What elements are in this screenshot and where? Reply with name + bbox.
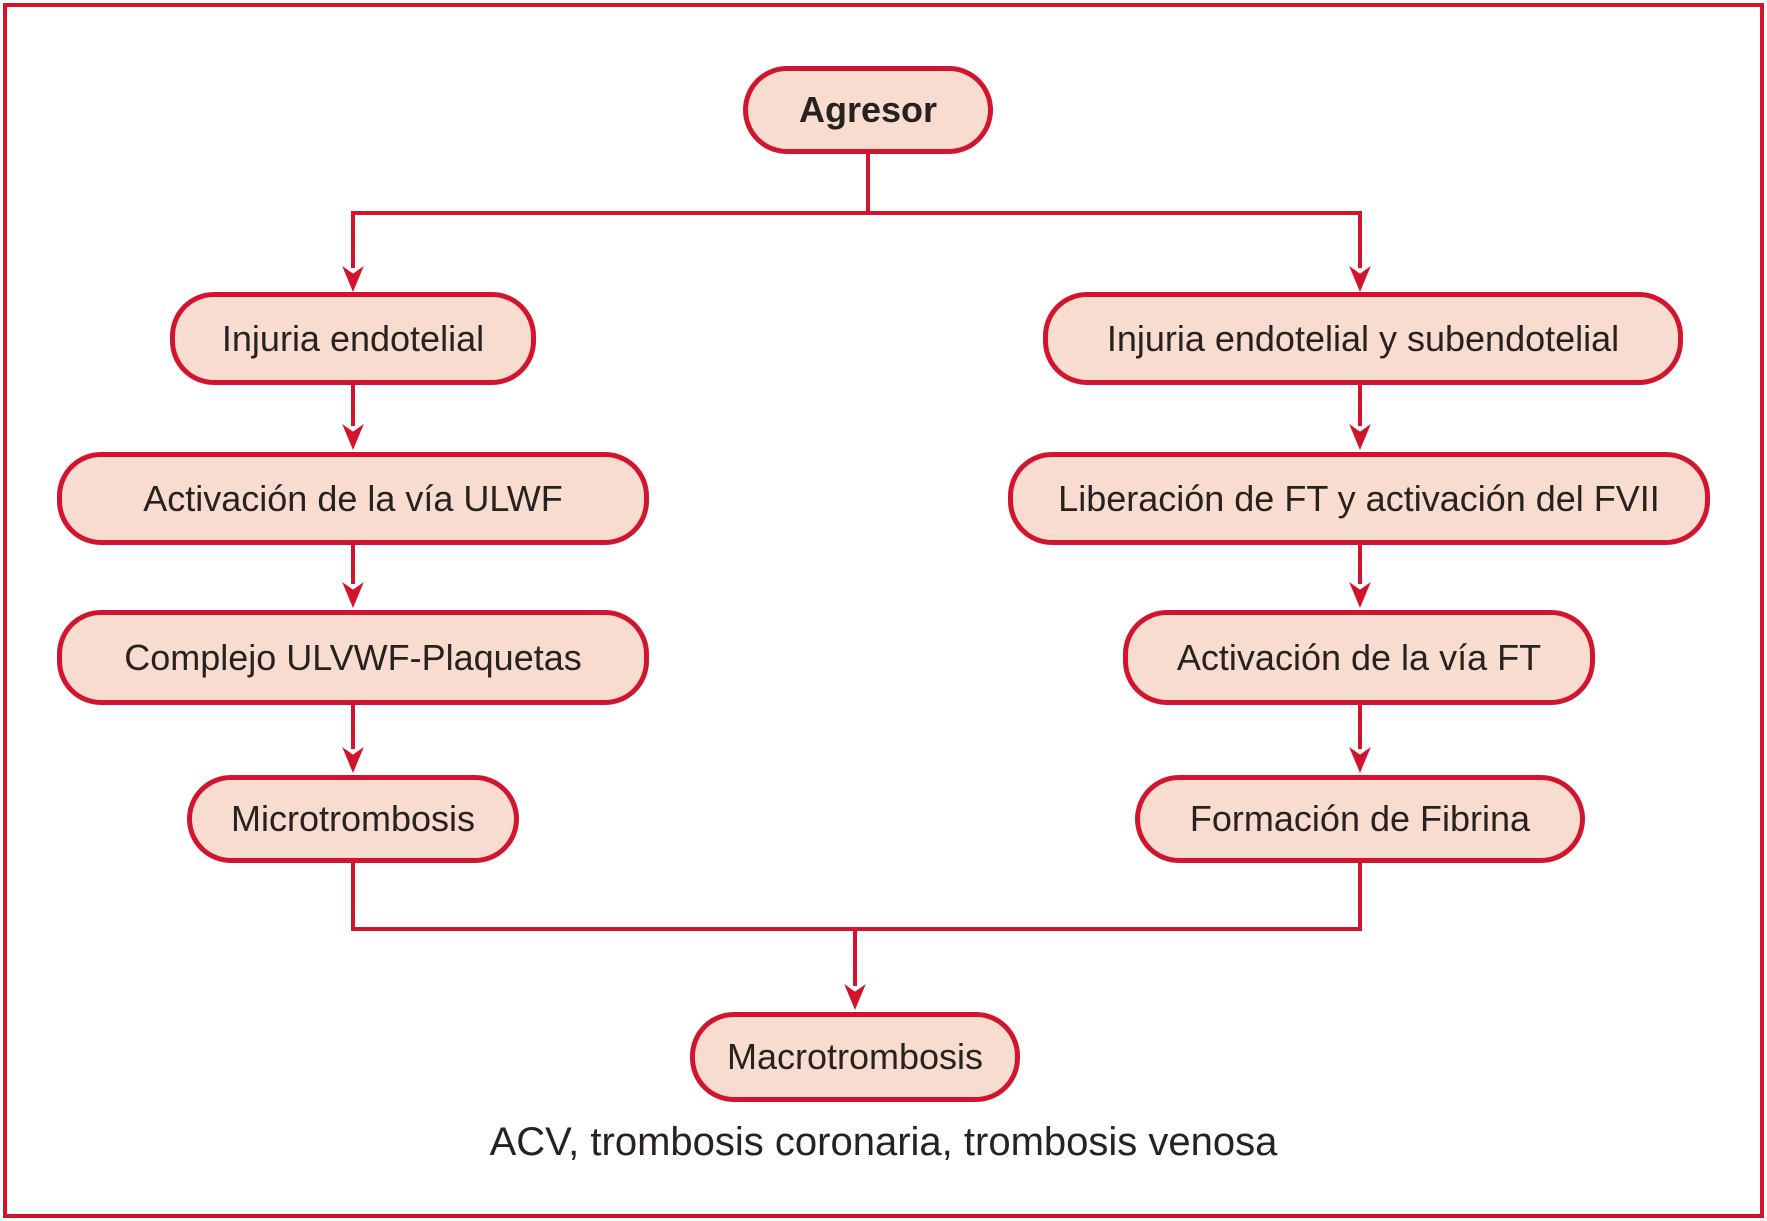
node-liberacion-ft-activacion-fvii: Liberación de FT y activación del FVII	[1008, 452, 1710, 545]
diagram-caption: ACV, trombosis coronaria, trombosis veno…	[489, 1120, 1278, 1164]
node-microtrombosis: Microtrombosis	[187, 775, 519, 863]
node-complejo-ulvwf-plaquetas: Complejo ULVWF-Plaquetas	[57, 610, 649, 705]
node-macrotrombosis: Macrotrombosis	[690, 1012, 1020, 1102]
node-injuria-endotelial-subendotelial: Injuria endotelial y subendotelial	[1043, 292, 1683, 385]
node-activacion-via-ulwf: Activación de la vía ULWF	[57, 452, 649, 545]
node-injuria-endotelial: Injuria endotelial	[170, 292, 536, 385]
node-formacion-de-fibrina: Formación de Fibrina	[1135, 775, 1585, 863]
node-activacion-via-ft: Activación de la vía FT	[1123, 610, 1595, 705]
node-agresor: Agresor	[743, 66, 993, 154]
